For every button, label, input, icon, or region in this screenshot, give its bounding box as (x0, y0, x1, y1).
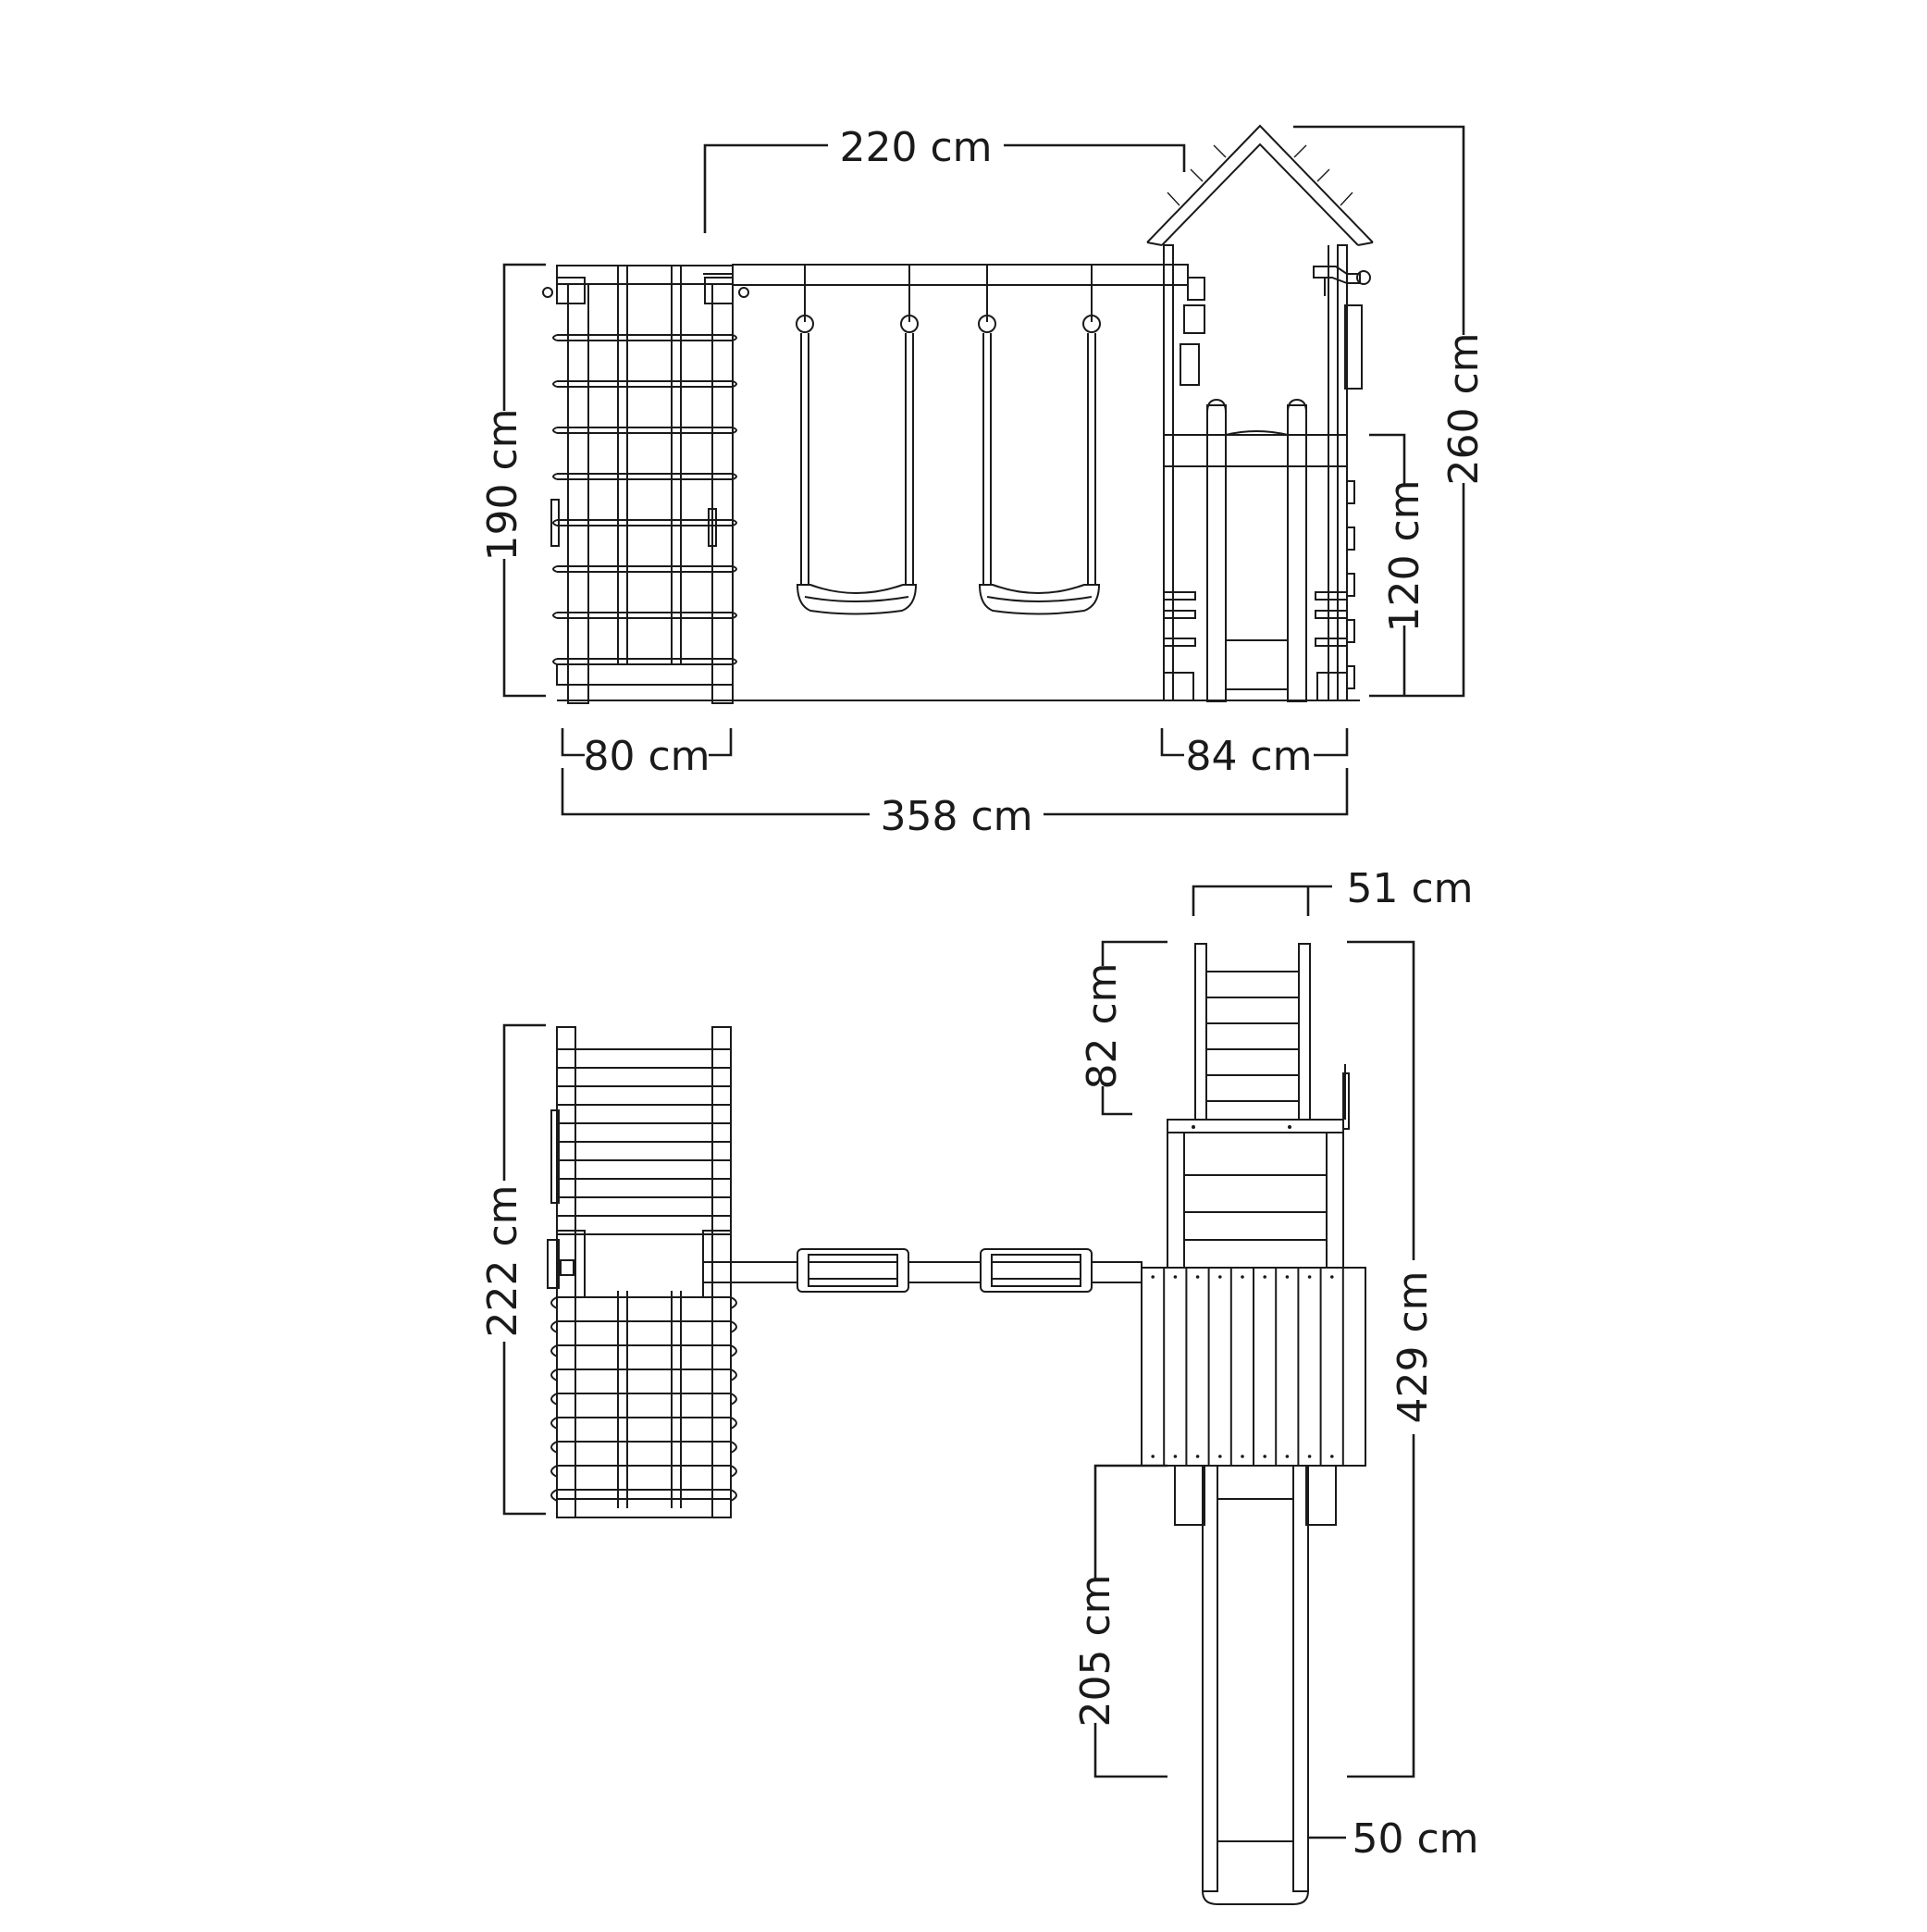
dim-front-total-width: 358 cm (880, 793, 1032, 840)
dim-front-total-height: 260 cm (1440, 332, 1488, 485)
dim-top-ladder-length: 82 cm (1079, 962, 1126, 1089)
dim-front-left-width: 80 cm (583, 733, 710, 780)
climbing-frame-top (547, 1026, 737, 1518)
dim-front-left-height: 190 cm (479, 408, 526, 561)
dim-front-right-width: 84 cm (1185, 733, 1312, 780)
dim-top-slide-length: 205 cm (1072, 1574, 1119, 1727)
swing-beam-front (703, 264, 1189, 286)
dim-top-slide-width: 50 cm (1352, 1815, 1478, 1863)
climbing-frame-front (542, 265, 749, 704)
dim-top-ladder-width: 51 cm (1346, 865, 1473, 912)
top-view (502, 885, 1415, 1905)
top-dimensions (502, 885, 1415, 1839)
swing-beam-top (702, 1248, 1143, 1293)
dim-front-platform-height: 120 cm (1381, 479, 1428, 632)
swings-front (796, 265, 1101, 615)
tower-front (1146, 124, 1374, 701)
slide-top (1174, 1465, 1337, 1905)
dim-front-top-width: 220 cm (839, 124, 992, 171)
front-view (502, 124, 1465, 816)
ladder-top (1194, 943, 1311, 1121)
dimension-labels: 220 cm 190 cm 260 cm 120 cm 80 cm 84 cm … (479, 124, 1488, 1863)
dim-top-total-length: 429 cm (1390, 1270, 1437, 1423)
front-dimensions (502, 125, 1465, 816)
dim-top-left-length: 222 cm (479, 1184, 526, 1337)
slide-front (1206, 398, 1307, 702)
deck-top (1141, 1267, 1366, 1467)
